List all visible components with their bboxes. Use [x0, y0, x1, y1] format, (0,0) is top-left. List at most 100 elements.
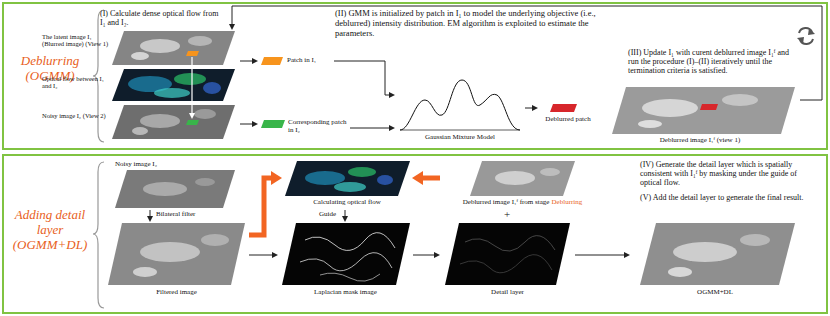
illustration-part [740, 234, 770, 246]
image-plane: Laplacian mask image [278, 222, 413, 300]
image-plane: Optical flow between I₁ and I₂ [40, 68, 240, 102]
illustration-part [348, 167, 376, 177]
illustration-part [140, 39, 180, 53]
illustration-part [668, 267, 692, 277]
illustration-part [470, 161, 575, 196]
gmm-plot: Gaussian Mixture Model [395, 76, 525, 146]
illustration-part [282, 223, 410, 285]
connector [350, 128, 389, 129]
edge-label: Guide [318, 211, 337, 219]
patch: Corresponding patch in I₂ [258, 116, 350, 144]
connector [240, 61, 252, 62]
connector [249, 255, 272, 256]
image-label: Deblurred patch [538, 115, 598, 123]
connector [423, 176, 440, 181]
connector [334, 61, 389, 95]
image-label: OGMM+DL [630, 288, 800, 296]
image-label: Detail layer [440, 288, 575, 296]
illustration-part [195, 178, 215, 186]
image-label: Laplacian mask image [278, 288, 413, 296]
plus-sign: + [500, 208, 514, 221]
illustration-part [700, 104, 718, 110]
illustration-part [203, 82, 221, 94]
image-label: Gaussian Mixture Model [395, 133, 525, 141]
illustration-part [194, 109, 216, 119]
illustration-part [188, 36, 212, 46]
connector [575, 255, 624, 256]
connector [345, 210, 346, 216]
illustration-part [112, 31, 235, 65]
connector [525, 108, 532, 109]
illustration-part [305, 233, 395, 251]
illustration-part [285, 161, 410, 196]
illustration-part [673, 242, 737, 262]
illustration-part [108, 223, 245, 285]
edge-label: Bilateral filter [155, 211, 196, 219]
image-label: Optical flow between I₁ and I₂ [42, 75, 110, 90]
illustration-part [131, 52, 149, 60]
illustration-part [400, 80, 520, 130]
step-note: (V) Add the detail layer to generate the… [640, 193, 808, 202]
image-plane: Deblurred image I₁ᶠ (view 1) [600, 86, 800, 148]
illustration-part [495, 171, 535, 185]
illustration-part [201, 234, 229, 246]
image-label: Deblurred image I₁ᶠ (view 1) [600, 136, 800, 144]
step-note: (II) GMM is initialized by patch in I₁ t… [335, 9, 625, 38]
image-plane: The latent image I₁ (Blurred image) (Vie… [40, 30, 240, 66]
connector [249, 178, 271, 235]
image-label: Filtered image [104, 288, 249, 296]
image-label: Deblurred image I₁ᶠ from stage [463, 198, 550, 206]
image-plane: Noisy image I₂ (View 2) [40, 104, 240, 140]
illustration-part [186, 120, 199, 125]
connector [240, 124, 252, 125]
illustration-part [261, 120, 285, 128]
illustration-part [612, 87, 795, 134]
illustration-part [300, 253, 392, 271]
illustration-part [638, 120, 662, 128]
illustration-part [140, 114, 180, 128]
illustration-part [132, 127, 148, 135]
image-label: Calculating optical flow [282, 198, 412, 206]
illustration-part [550, 104, 577, 112]
connector [150, 210, 151, 216]
step-note: (I) Calculate dense optical flow from I₁… [100, 9, 225, 27]
illustration-part [115, 170, 235, 208]
illustration-part [305, 171, 345, 185]
image-label: Noisy image I₂ (View 2) [42, 112, 110, 119]
patch: Deblurred patch [538, 100, 598, 136]
image-plane: Filtered image [104, 222, 249, 300]
image-plane: Deblurred image I₁ᶠ from stageDeblurring [440, 160, 605, 210]
image-label: The latent image I₁ (Blurred image) (Vie… [42, 33, 110, 48]
patch: Patch in I₁ [258, 54, 334, 68]
illustration-part [174, 73, 206, 85]
illustration-part [186, 51, 199, 56]
image-label: Deblurring [552, 198, 583, 206]
image-label: Patch in I₁ [287, 56, 333, 64]
illustration-part [722, 94, 758, 106]
connector [232, 6, 822, 100]
illustration-part [133, 267, 157, 277]
illustration-part [261, 57, 283, 65]
illustration-part [808, 28, 815, 35]
illustration-part [540, 168, 560, 176]
step-note: (IV) Generate the detail layer which is … [640, 160, 808, 188]
illustration-part [150, 6, 822, 255]
illustration-part [112, 69, 235, 101]
illustration-part [154, 88, 190, 98]
caption-row: Deblurred image I₁ᶠ from stageDeblurring [440, 198, 605, 206]
illustration-part [320, 273, 380, 281]
illustration-part [465, 236, 555, 252]
illustration-part [377, 175, 393, 185]
illustration-part [189, 113, 195, 119]
image-plane: OGMM+DL [630, 222, 800, 300]
illustration-part [140, 242, 200, 262]
stage-title: Adding detail layer (OGMM+DL) [6, 208, 94, 253]
image-label: Noisy image I₂ [115, 160, 215, 168]
illustration-part [445, 223, 570, 285]
illustration-part [460, 255, 552, 273]
illustration-part [112, 105, 235, 139]
image-plane: Noisy image I₂ [108, 158, 238, 210]
illustration-part [191, 57, 192, 114]
